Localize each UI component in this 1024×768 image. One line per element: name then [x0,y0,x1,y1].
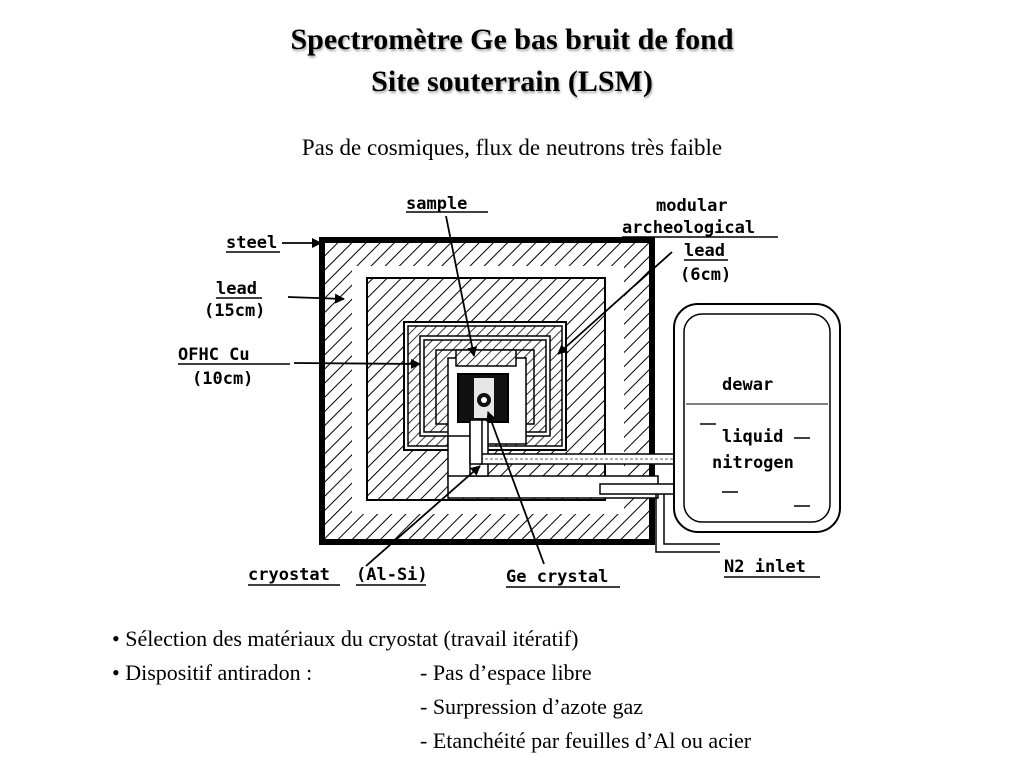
label-cryostat-material: (Al-Si) [356,565,428,585]
label-lead-arch-thickness: (6cm) [680,265,731,285]
label-liquid: liquid [722,427,783,447]
label-lead: lead [216,279,257,299]
label-lead-thickness: (15cm) [204,301,265,321]
label-ge-crystal: Ge crystal [506,567,608,587]
label-lead-arch: lead [684,241,725,261]
bullet-item: • Sélection des matériaux du cryostat (t… [112,622,578,656]
slide-title-line-1: Spectromètre Ge bas bruit de fond [290,23,734,56]
label-steel: steel [226,233,277,253]
bullet-text: • Sélection des matériaux du cryostat (t… [112,626,579,651]
dewar [673,303,841,533]
label-dewar: dewar [722,375,773,395]
bullet-item: • Dispositif antiradon : - Pas d’espace … [112,656,592,690]
label-modular: modular [656,196,728,216]
bullet-text: • Dispositif antiradon : [112,660,313,685]
label-n2-inlet: N2 inlet [724,557,806,577]
sub-bullet-text: - Pas d’espace libre [420,660,592,685]
label-sample: sample [406,194,467,214]
slide-subtitle: Pas de cosmiques, flux de neutrons très … [301,135,723,160]
label-cryostat: cryostat [248,565,330,585]
label-nitrogen: nitrogen [712,453,794,473]
label-archeological: archeological [622,218,755,238]
label-ofhc-thickness: (10cm) [192,369,253,389]
sub-bullet-text: - Etanchéité par feuilles d’Al ou acier [420,728,752,753]
bullet-item: - Surpression d’azote gaz [112,690,643,724]
leader-lines [282,215,673,567]
bullet-item: - Etanchéité par feuilles d’Al ou acier [112,724,751,758]
sub-bullet-text: - Surpression d’azote gaz [420,694,643,719]
label-ofhc: OFHC Cu [178,345,250,365]
ge-detector [457,373,509,423]
bullet-list: • Sélection des matériaux du cryostat (t… [112,622,751,758]
slide-title-line-2: Site souterrain (LSM) [371,65,653,98]
sample-block [455,349,517,367]
